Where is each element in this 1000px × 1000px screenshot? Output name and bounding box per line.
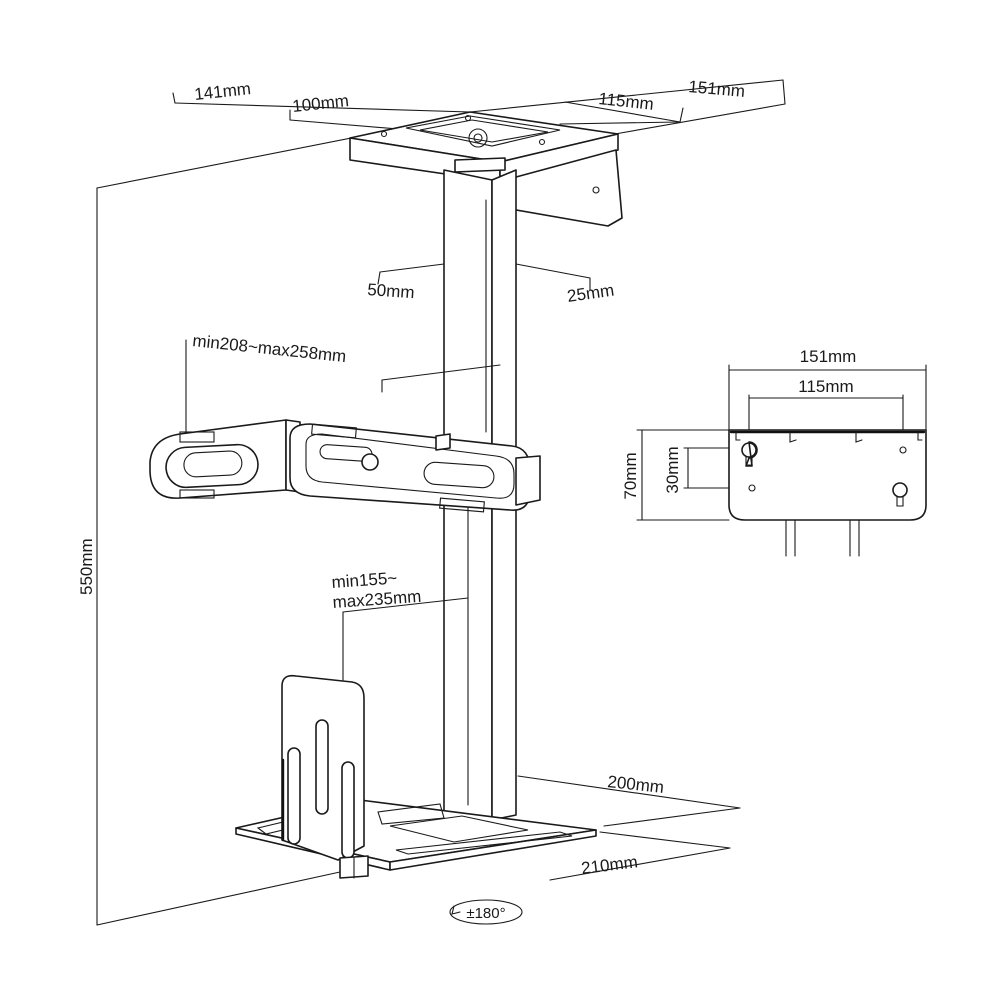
base-dimension-lines xyxy=(517,775,741,881)
bottom-range-dimension-lines xyxy=(342,597,469,681)
label-pole-width: 25mm xyxy=(566,281,615,306)
side-bracket-dimension-lines xyxy=(185,339,501,437)
label-bottom-range-line1: min155~ xyxy=(331,568,398,592)
label-base-depth: 200mm xyxy=(607,772,665,797)
detail-label-width-outer: 151mm xyxy=(800,347,857,366)
detail-view: 151mm 115mm 70mm 30mm xyxy=(621,347,927,557)
rotation-arrow-icon xyxy=(451,905,461,915)
keyhole-upper xyxy=(745,441,758,467)
detail-label-height-inner: 30mm xyxy=(663,446,682,493)
label-pole-depth: 50mm xyxy=(367,280,415,302)
detail-label-width-inner: 115mm xyxy=(798,377,853,396)
side-clamp-bracket xyxy=(149,419,541,513)
side-support-plate xyxy=(281,674,369,879)
top-dimension-lines xyxy=(172,79,786,135)
label-height: 550mm xyxy=(77,538,96,595)
label-side-bracket-range: min208~max258mm xyxy=(192,331,348,366)
pole-dimension-lines xyxy=(377,263,591,291)
wall-reference-lines xyxy=(96,129,393,926)
label-top-inner-depth: 100mm xyxy=(291,91,349,116)
detail-label-height-outer: 70mm xyxy=(621,452,640,499)
rotation-label: ±180° xyxy=(466,905,505,922)
rotation-indicator: ±180° xyxy=(449,899,523,925)
top-mounting-plate xyxy=(349,111,623,227)
label-top-width: 151mm xyxy=(688,77,746,101)
label-base-width: 210mm xyxy=(580,852,639,878)
label-top-depth: 141mm xyxy=(193,79,251,104)
label-top-inner-width: 115mm xyxy=(598,89,655,114)
